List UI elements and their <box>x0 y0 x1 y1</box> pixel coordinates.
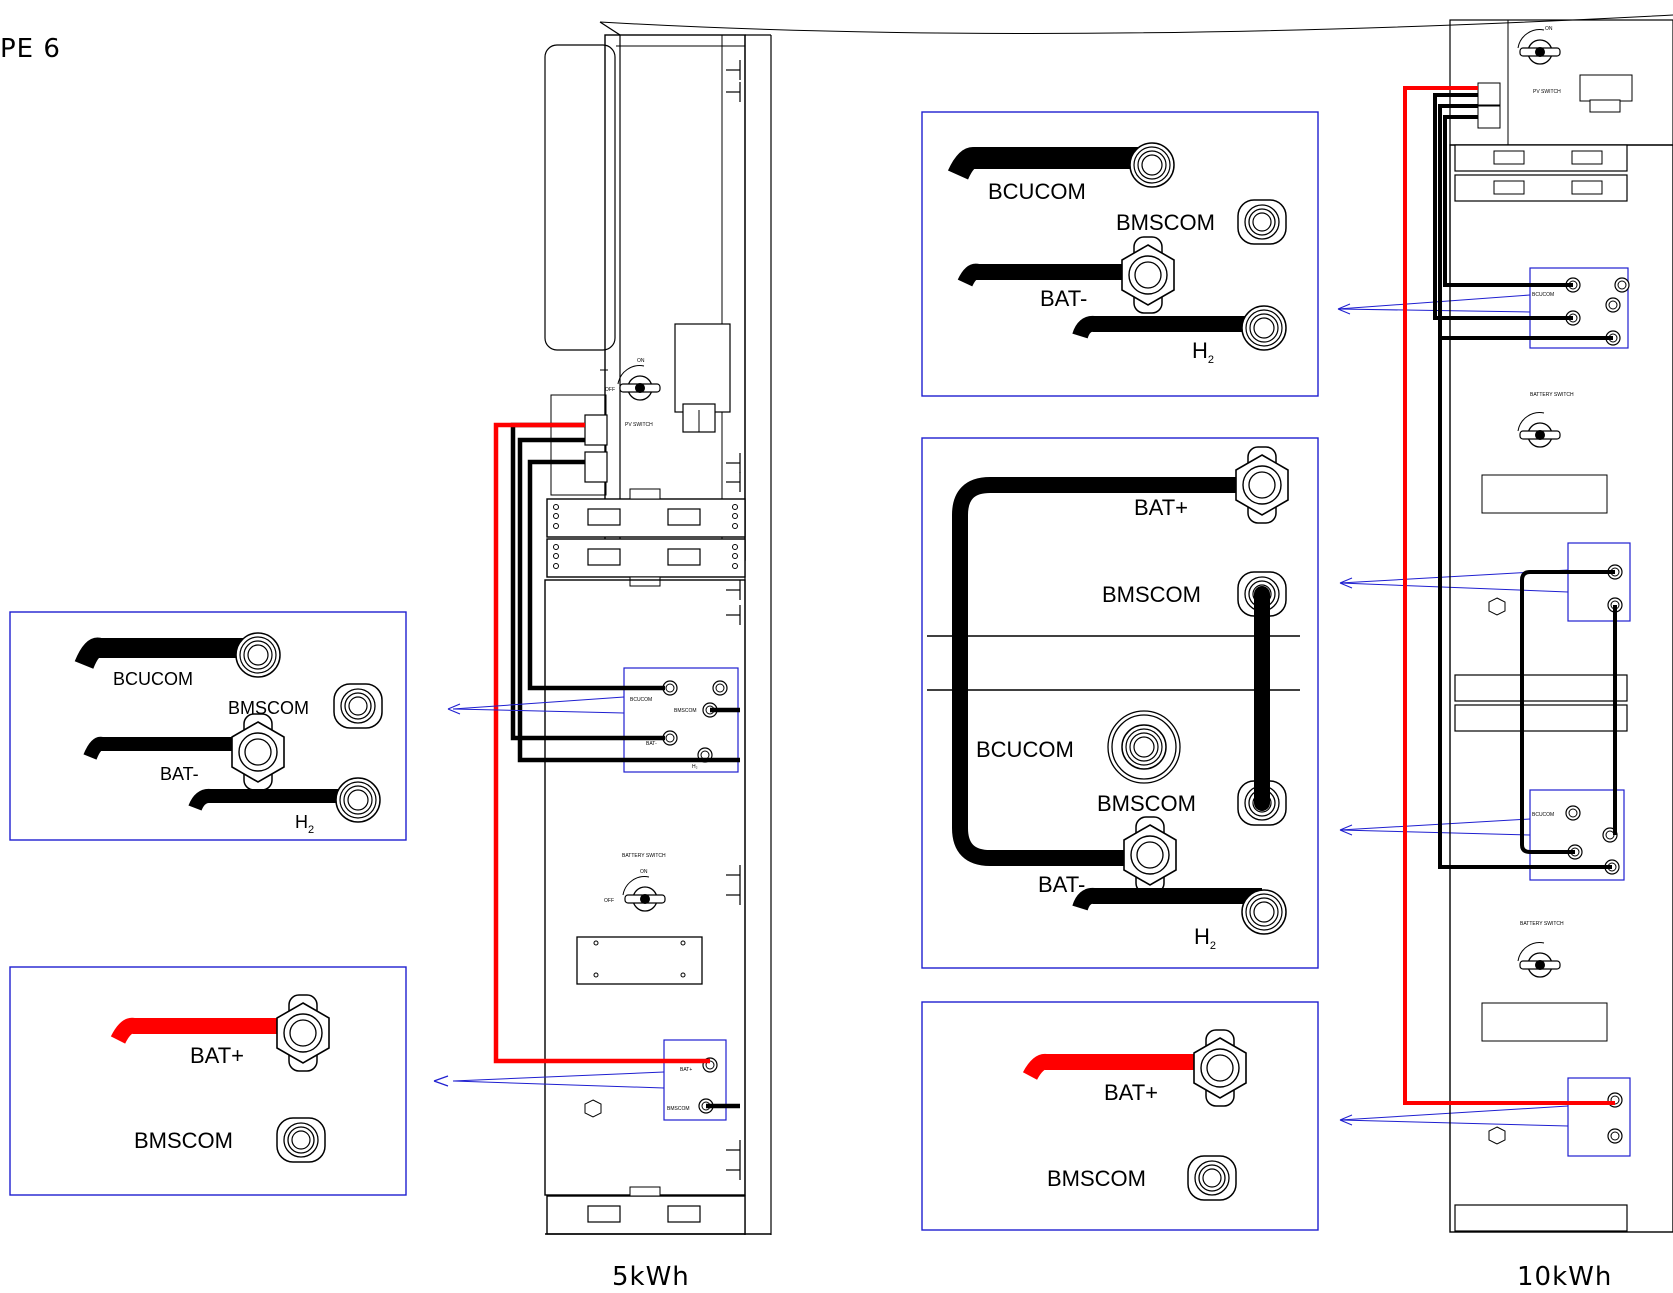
label-bat-minus: BAT- <box>1040 286 1087 311</box>
label-bmscom: BMSCOM <box>134 1128 233 1153</box>
svg-text:ON: ON <box>1545 26 1553 32</box>
svg-text:BAT-: BAT- <box>646 741 657 747</box>
svg-text:PV SWITCH: PV SWITCH <box>1533 89 1561 95</box>
label-bcucom: BCUCOM <box>113 669 193 689</box>
unit-10kwh: ON PV SWITCH BCUCOM BATTERY SWITCH <box>1403 19 1673 1233</box>
label-bmscom: BMSCOM <box>228 698 309 718</box>
caption-5kwh: 5kWh <box>612 1262 690 1292</box>
label-h: H2 <box>1192 338 1214 366</box>
label-bmscom: BMSCOM <box>1097 791 1196 816</box>
label-bat-minus: BAT- <box>160 764 199 784</box>
type-label: PE 6 <box>0 34 61 64</box>
label-bat-plus: BAT+ <box>190 1043 244 1068</box>
callout-5kwh-power: BAT+ BMSCOM <box>9 966 407 1196</box>
callout-10kwh-power: BAT+ BMSCOM <box>921 1001 1319 1231</box>
label-h: H2 <box>295 812 314 836</box>
label-bat-plus: BAT+ <box>1104 1080 1158 1105</box>
label-bmscom: BMSCOM <box>1047 1166 1146 1191</box>
svg-text:BCUCOM: BCUCOM <box>1532 292 1554 298</box>
svg-text:H₂: H₂ <box>692 764 698 770</box>
svg-text:BCUCOM: BCUCOM <box>630 697 652 703</box>
svg-text:ON: ON <box>637 358 645 364</box>
svg-text:BCUCOM: BCUCOM <box>1532 812 1554 818</box>
label-bat-plus: BAT+ <box>1134 495 1188 520</box>
svg-text:BAT+: BAT+ <box>680 1067 692 1073</box>
svg-text:OFF: OFF <box>604 898 614 904</box>
svg-text:OFF: OFF <box>605 387 615 393</box>
label-bmscom: BMSCOM <box>1102 582 1201 607</box>
callout-5kwh-comm: BCUCOM BMSCOM BAT- H2 <box>9 611 407 841</box>
label-bat-minus: BAT- <box>1038 872 1085 897</box>
unit-5kwh: ON OFF PV SWITCH <box>493 21 772 1235</box>
callout-10kwh-link: BAT+ BMSCOM BCUCOM BMSCOM BAT- H2 <box>921 437 1319 969</box>
callout-10kwh-top: BCUCOM BMSCOM BAT- H2 <box>921 111 1319 397</box>
svg-text:BATTERY SWITCH: BATTERY SWITCH <box>622 853 666 859</box>
svg-text:BATTERY SWITCH: BATTERY SWITCH <box>1520 921 1564 927</box>
caption-10kwh: 10kWh <box>1517 1262 1613 1292</box>
label-bcucom: BCUCOM <box>988 179 1086 204</box>
label-h: H2 <box>1194 924 1216 952</box>
label-bcucom: BCUCOM <box>976 737 1074 762</box>
svg-text:PV SWITCH: PV SWITCH <box>625 422 653 428</box>
label-bmscom: BMSCOM <box>1116 210 1215 235</box>
svg-text:BMSCOM: BMSCOM <box>674 708 697 714</box>
svg-text:ON: ON <box>640 869 648 875</box>
svg-text:BATTERY SWITCH: BATTERY SWITCH <box>1530 392 1574 398</box>
svg-text:BMSCOM: BMSCOM <box>667 1106 690 1112</box>
